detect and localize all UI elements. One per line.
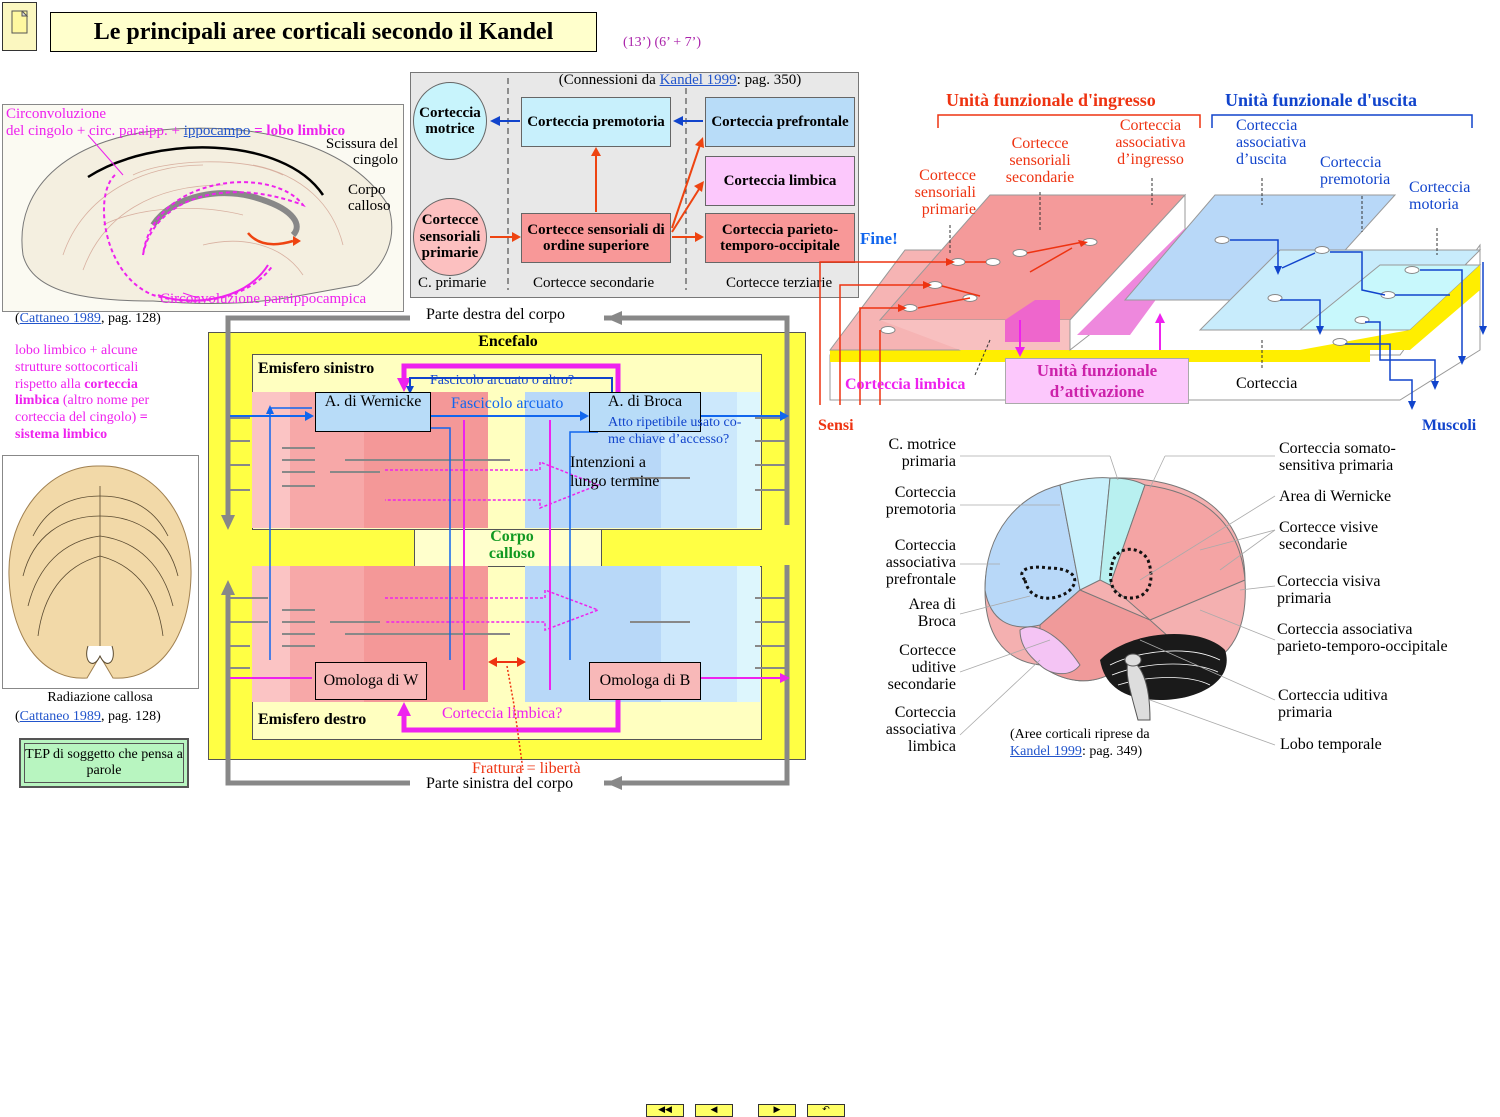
omologa-b-box[interactable]: Omologa di B — [589, 662, 701, 700]
parte-sinistra-label: Parte sinistra del corpo — [426, 775, 574, 792]
label-cingolo-b: del cingolo + circ. paraipp. + ippocampo… — [6, 123, 346, 139]
callosal-radiation-image — [2, 455, 199, 689]
atto-ripetibile-label-2: me chiave d’accesso? — [608, 432, 730, 447]
kandel-link-1[interactable]: Kandel 1999 — [659, 72, 737, 88]
parte-destra-label: Parte destra del corpo — [426, 306, 566, 323]
nav-prev-button[interactable]: ◀ — [695, 1104, 733, 1117]
lat-parieto: Corteccia associativa parieto-temporo-oc… — [1277, 621, 1448, 655]
corteccia-limbica-q: Corteccia limbica? — [442, 705, 563, 722]
connections-header: (Connessioni da Kandel 1999: pag. 350) — [558, 72, 802, 88]
label-motoria: Corteccia motoria — [1409, 179, 1471, 213]
node-corteccia-motrice: Corteccia motrice — [413, 82, 487, 160]
unit-attivazione-box: Unità funzionale d’attivazione — [1005, 358, 1189, 404]
label-assoc-uscita: Corteccia associativa d’uscita — [1236, 117, 1307, 168]
emisfero-destro-label: Emisfero destro — [258, 711, 367, 728]
label-scissura: Scissura del cingolo — [325, 136, 398, 168]
unit-ingresso-label: Unità funzionale d'ingresso — [946, 90, 1156, 110]
nav-first-button[interactable]: ◀◀ — [646, 1104, 684, 1117]
fascicolo-altro-label: Fascicolo arcuato o altro? — [430, 373, 575, 388]
encefalo-label: Encefalo — [478, 333, 538, 350]
node-corteccia-limbica: Corteccia limbica — [705, 156, 855, 206]
lat-premotoria: Corteccia premotoria — [885, 484, 956, 518]
ippocampo-link[interactable]: ippocampo — [183, 123, 251, 139]
atto-ripetibile-label: Atto ripetibile usato co- — [608, 415, 742, 430]
node-sensoriali-superiore: Cortecce sensoriali di ordine superiore — [521, 213, 671, 263]
col-terziarie: Cortecce terziarie — [726, 275, 833, 291]
lat-uditive-sec: Cortecce uditive secondarie — [887, 642, 956, 693]
next-icon: ▶ — [773, 1105, 781, 1115]
node-sensoriali-primarie: Cortecce sensoriali primarie — [413, 198, 487, 276]
callosal-caption: Radiazione callosa — [47, 690, 153, 705]
lat-limbica: Corteccia associativa limbica — [885, 704, 956, 755]
timing-note: (13’) (6’ + 7’) — [623, 35, 701, 50]
brain-medial-image — [2, 104, 404, 312]
kandel-link-2[interactable]: Kandel 1999 — [1010, 744, 1082, 759]
intenzioni-label: Intenzioni a lungo termine — [570, 454, 660, 490]
lat-broca: Area di Broca — [908, 596, 956, 630]
nav-return-button[interactable]: ↶ — [807, 1104, 845, 1117]
node-parieto: Corteccia parieto-temporo-occipitale — [705, 213, 855, 263]
area-broca-box[interactable]: A. di Broca — [589, 392, 701, 432]
limbic-note: lobo limbico + alcune strutture sottocor… — [15, 343, 150, 442]
label-sens-primarie: Cortecce sensoriali primarie — [914, 167, 976, 218]
fine-label: Fine! — [860, 229, 898, 248]
col-secondarie: Cortecce secondarie — [533, 275, 655, 291]
lat-wernicke: Area di Wernicke — [1279, 488, 1392, 505]
col-primarie: C. primarie — [418, 275, 487, 291]
lat-somato: Corteccia somato-sensitiva primaria — [1279, 440, 1396, 474]
cattaneo-link-2[interactable]: Cattaneo 1989 — [19, 709, 101, 724]
citation-medial: (Cattaneo 1989, pag. 128) — [15, 311, 161, 326]
lat-visiva-prim: Corteccia visiva primaria — [1277, 573, 1381, 607]
frattura-label: Frattura = libertà — [472, 760, 581, 777]
label-sens-secondarie: Cortecce sensoriali secondarie — [1005, 135, 1075, 186]
cattaneo-link-1[interactable]: Cattaneo 1989 — [19, 311, 101, 326]
prev-icon: ◀ — [710, 1105, 718, 1115]
lat-uditiva-prim: Corteccia uditiva primaria — [1278, 687, 1388, 721]
fascicolo-label: Fascicolo arcuato — [451, 395, 564, 412]
omologa-w-box[interactable]: Omologa di W — [315, 662, 427, 700]
citation-callosal: (Cattaneo 1989, pag. 128) — [15, 709, 161, 724]
lat-c-motrice: C. motrice primaria — [888, 436, 956, 470]
lat-visive-sec: Cortecce visive secondarie — [1279, 519, 1379, 553]
lat-temporale: Lobo temporale — [1280, 736, 1382, 753]
units-corteccia-label: Corteccia — [1236, 375, 1298, 392]
lat-prefrontale: Corteccia associativa prefrontale — [885, 537, 956, 588]
node-corteccia-premotoria: Corteccia premotoria — [521, 97, 671, 147]
tep-button[interactable]: TEP di soggetto che pensa a parole — [19, 738, 189, 788]
nav-next-button[interactable]: ▶ — [758, 1104, 796, 1117]
label-assoc-ingresso: Corteccia associativa d’ingresso — [1115, 117, 1186, 168]
unit-uscita-label: Unità funzionale d'uscita — [1225, 90, 1418, 110]
sensi-label: Sensi — [818, 417, 854, 434]
label-cingolo-a: Circonvoluzione — [6, 106, 106, 122]
skip-back-icon: ◀◀ — [658, 1105, 672, 1115]
label-corpo-calloso: Corpo calloso — [348, 182, 391, 214]
muscoli-label: Muscoli — [1422, 417, 1477, 434]
units-limbica-label: Corteccia limbica — [845, 376, 966, 393]
area-wernicke-box[interactable]: A. di Wernicke — [315, 392, 431, 432]
label-premotoria: Corteccia premotoria — [1320, 154, 1391, 188]
return-icon: ↶ — [822, 1105, 830, 1115]
emisfero-sinistro-label: Emisfero sinistro — [258, 360, 375, 377]
node-corteccia-prefrontale: Corteccia prefrontale — [705, 97, 855, 147]
document-icon[interactable] — [2, 2, 37, 51]
lateral-citation: (Aree corticali riprese da Kandel 1999: … — [1010, 727, 1150, 759]
label-paraipp: Circonvoluzione paraippocampica — [160, 291, 367, 307]
page-title: Le principali aree corticali secondo il … — [50, 12, 597, 52]
page-icon — [11, 10, 29, 34]
corpo-calloso-label: Corpo calloso — [488, 528, 536, 562]
